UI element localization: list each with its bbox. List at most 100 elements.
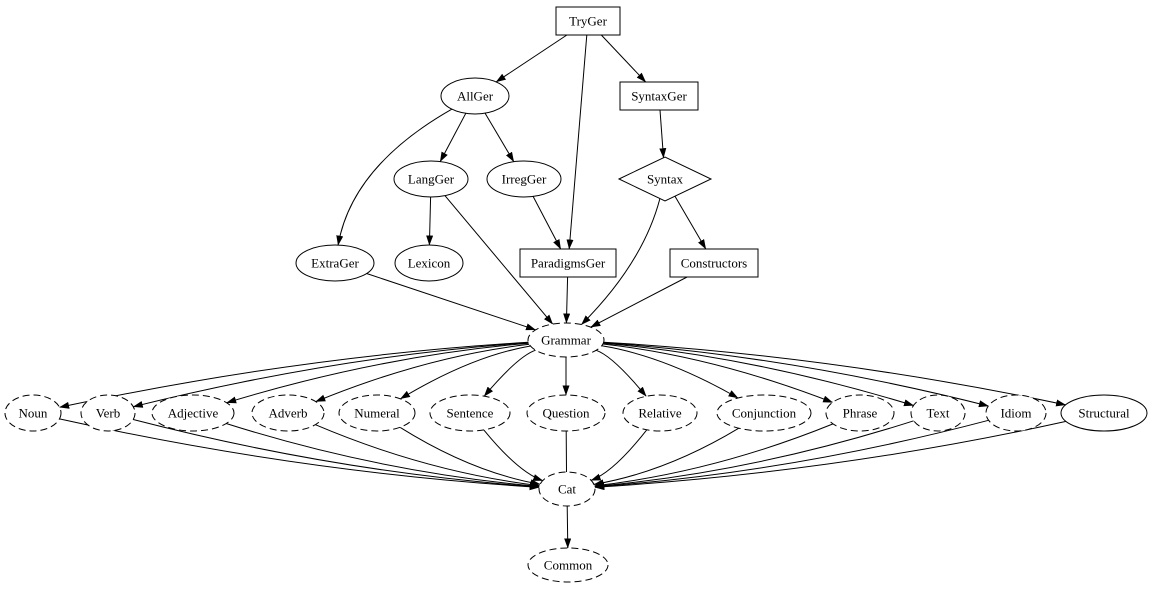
node-label-syntax: Syntax (647, 172, 684, 187)
node-label-cat: Cat (558, 482, 576, 497)
edge-Idiom-Cat (594, 419, 989, 490)
node-shape-grammar (527, 322, 605, 358)
node-label-structural: Structural (1078, 406, 1130, 421)
edge-LangGer-Grammar (444, 195, 554, 325)
node-shape-syntax (617, 156, 713, 202)
edge-AllGer-ExtraGer (336, 108, 453, 246)
node-shape-structural (1060, 394, 1148, 432)
edge-Sentence-Cat (483, 429, 544, 482)
edge-Syntax-Constructors (674, 195, 707, 250)
edge-Grammar-Noun (59, 341, 529, 409)
edge-Text-Cat (594, 420, 914, 490)
edges-layer (59, 34, 1067, 549)
node-shape-tryger (555, 6, 621, 36)
node-label-common: Common (544, 558, 593, 573)
node-shape-numeral (338, 394, 416, 432)
node-label-allger: AllGer (457, 89, 494, 104)
edge-Adjective-Cat (226, 423, 540, 490)
node-paradigmsger: ParadigmsGer (519, 248, 617, 278)
node-lexicon: Lexicon (394, 244, 464, 282)
node-shape-cat (538, 471, 596, 507)
node-label-question: Question (543, 406, 590, 421)
node-shape-noun (4, 394, 62, 432)
node-irregger: IrregGer (486, 160, 562, 198)
node-label-irregger: IrregGer (502, 172, 547, 187)
edge-Grammar-Verb (132, 342, 529, 408)
node-text: Text (910, 394, 966, 432)
node-label-phrase: Phrase (843, 406, 878, 421)
node-shape-langger (393, 160, 469, 198)
node-shape-sentence (429, 394, 511, 432)
edge-AllGer-IrregGer (484, 112, 515, 163)
node-label-lexicon: Lexicon (408, 256, 451, 271)
edge-ExtraGer-Grammar (366, 273, 536, 331)
node-common: Common (527, 547, 609, 583)
node-allger: AllGer (440, 77, 510, 115)
node-numeral: Numeral (338, 394, 416, 432)
node-label-langger: LangGer (408, 172, 455, 187)
node-shape-verb (80, 394, 136, 432)
edge-Cat-Common (564, 505, 572, 549)
edge-TryGer-AllGer (495, 34, 568, 83)
edge-Relative-Cat (590, 429, 648, 481)
node-shape-constructors (669, 248, 759, 278)
node-syntaxger: SyntaxGer (619, 81, 699, 111)
edge-Verb-Cat (133, 419, 540, 490)
node-label-text: Text (927, 406, 950, 421)
node-structural: Structural (1060, 394, 1148, 432)
node-syntax: Syntax (617, 156, 713, 202)
node-noun: Noun (4, 394, 62, 432)
edge-Syntax-Grammar (581, 198, 661, 325)
node-question: Question (526, 394, 606, 432)
node-label-conjunction: Conjunction (732, 406, 797, 421)
node-shape-text (910, 394, 966, 432)
node-shape-paradigmsger (519, 248, 617, 278)
node-conjunction: Conjunction (716, 394, 812, 432)
node-shape-allger (440, 77, 510, 115)
node-label-adverb: Adverb (269, 406, 308, 421)
node-label-syntaxger: SyntaxGer (631, 89, 687, 104)
edge-TryGer-ParadigmsGer (566, 34, 588, 250)
node-label-noun: Noun (19, 406, 48, 421)
node-label-paradigmsger: ParadigmsGer (531, 256, 606, 271)
edge-Noun-Cat (59, 418, 540, 491)
node-label-idiom: Idiom (1000, 406, 1031, 421)
node-shape-syntaxger (619, 81, 699, 111)
edge-Grammar-Adjective (226, 342, 529, 404)
edge-SyntaxGer-Syntax (659, 109, 667, 159)
edge-Grammar-Conjunction (601, 345, 739, 399)
node-phrase: Phrase (825, 394, 895, 432)
edge-Grammar-Sentence (483, 349, 536, 397)
edge-Grammar-Idiom (603, 342, 989, 408)
edge-Grammar-Phrase (602, 343, 834, 403)
node-adverb: Adverb (251, 394, 325, 432)
node-shape-adjective (151, 394, 235, 432)
node-shape-question (526, 394, 606, 432)
node-label-grammar: Grammar (541, 333, 591, 348)
node-sentence: Sentence (429, 394, 511, 432)
edge-Numeral-Cat (399, 426, 541, 487)
edge-Grammar-Structural (603, 341, 1067, 407)
edge-Grammar-Text (603, 342, 914, 407)
node-shape-phrase (825, 394, 895, 432)
edge-Grammar-Adverb (315, 343, 530, 403)
node-idiom: Idiom (985, 394, 1047, 432)
node-shape-extrager (295, 244, 375, 282)
edge-Structural-Cat (594, 420, 1067, 491)
node-grammar: Grammar (527, 322, 605, 358)
edge-Constructors-Grammar (590, 276, 688, 328)
edge-Phrase-Cat (594, 423, 834, 489)
node-label-adjective: Adjective (168, 406, 219, 421)
node-constructors: Constructors (669, 248, 759, 278)
node-verb: Verb (80, 394, 136, 432)
edge-Adverb-Cat (315, 424, 540, 489)
node-extrager: ExtraGer (295, 244, 375, 282)
node-label-extrager: ExtraGer (311, 256, 359, 271)
node-label-verb: Verb (96, 406, 121, 421)
node-shape-conjunction (716, 394, 812, 432)
node-shape-adverb (251, 394, 325, 432)
edge-TryGer-SyntaxGer (600, 34, 647, 83)
